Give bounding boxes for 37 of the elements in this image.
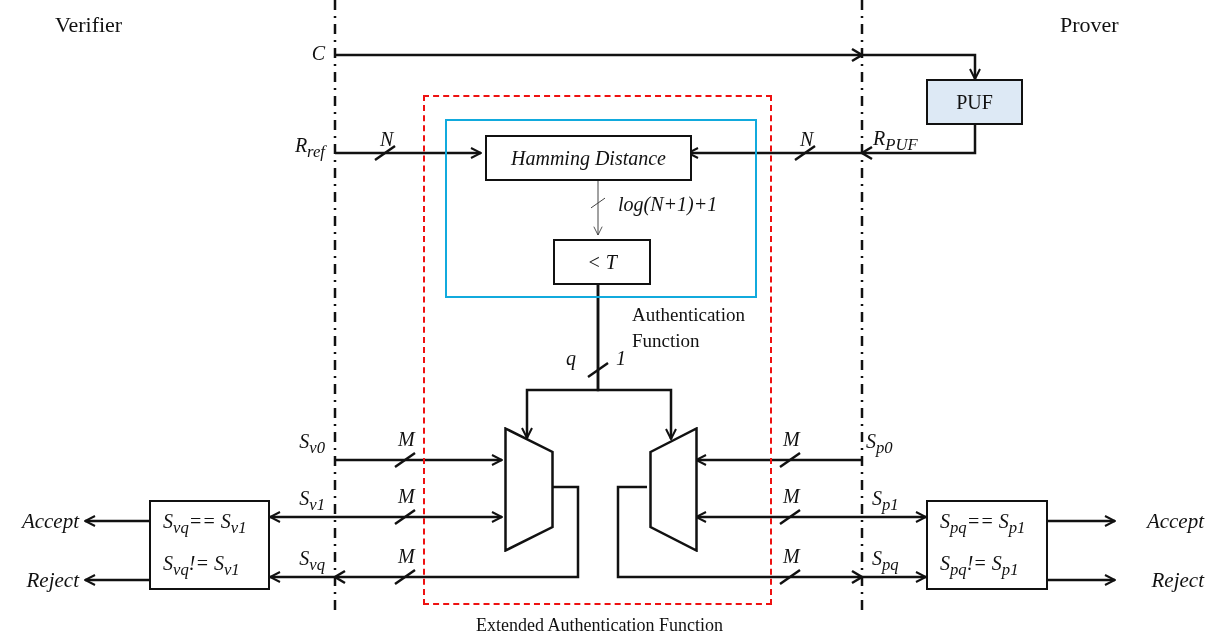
comparator-box bbox=[926, 500, 1048, 590]
bus-width-label: q bbox=[566, 347, 576, 370]
bus-width-label: N bbox=[380, 128, 394, 151]
condition-text: S$_{pq}$== S$_{p1}$ bbox=[940, 510, 1026, 538]
process-box: < T bbox=[553, 239, 651, 285]
signal-label: S$_{vq}$ bbox=[299, 547, 325, 575]
signal-label: R$_{PUF}$ bbox=[873, 127, 918, 155]
output-label: Reject bbox=[1115, 566, 1210, 594]
group-title: Authentication Function bbox=[632, 303, 746, 353]
group-title: Extended Authentication Function bbox=[475, 615, 724, 636]
bus-width-label: 1 bbox=[616, 347, 626, 370]
output-label: Reject bbox=[5, 566, 85, 594]
comparator-box bbox=[149, 500, 270, 590]
signal-label: C bbox=[311, 42, 325, 65]
bus-width-label: M bbox=[783, 428, 800, 451]
process-box: Hamming Distance bbox=[485, 135, 692, 181]
party-label: Prover bbox=[1060, 12, 1119, 38]
signal-label: S$_{p1}$ bbox=[872, 487, 899, 515]
condition-text: S$_{vq}$== S$_{v1}$ bbox=[163, 510, 247, 538]
signal-label: log(N+1)+1 bbox=[618, 193, 718, 216]
bus-width-label: M bbox=[783, 545, 800, 568]
condition-text: S$_{pq}$!= S$_{p1}$ bbox=[940, 552, 1019, 580]
output-label: Accept bbox=[1115, 507, 1210, 535]
signal-label: S$_{v0}$ bbox=[299, 430, 325, 458]
puf-block: PUF bbox=[926, 79, 1023, 125]
bus-width-label: M bbox=[398, 545, 415, 568]
party-label: Verifier bbox=[55, 12, 123, 38]
signal-label: R$_{ref}$ bbox=[294, 134, 325, 162]
bus-width-label: M bbox=[783, 485, 800, 508]
bus-width-label: N bbox=[800, 128, 814, 151]
bus-width-label: M bbox=[398, 485, 415, 508]
signal-label: S$_{pq}$ bbox=[872, 547, 899, 575]
bus-width-label: M bbox=[398, 428, 415, 451]
condition-text: S$_{vq}$!= S$_{v1}$ bbox=[163, 552, 240, 580]
signal-label: S$_{p0}$ bbox=[866, 430, 893, 458]
output-label: Accept bbox=[5, 507, 85, 535]
signal-label: S$_{v1}$ bbox=[299, 487, 325, 515]
